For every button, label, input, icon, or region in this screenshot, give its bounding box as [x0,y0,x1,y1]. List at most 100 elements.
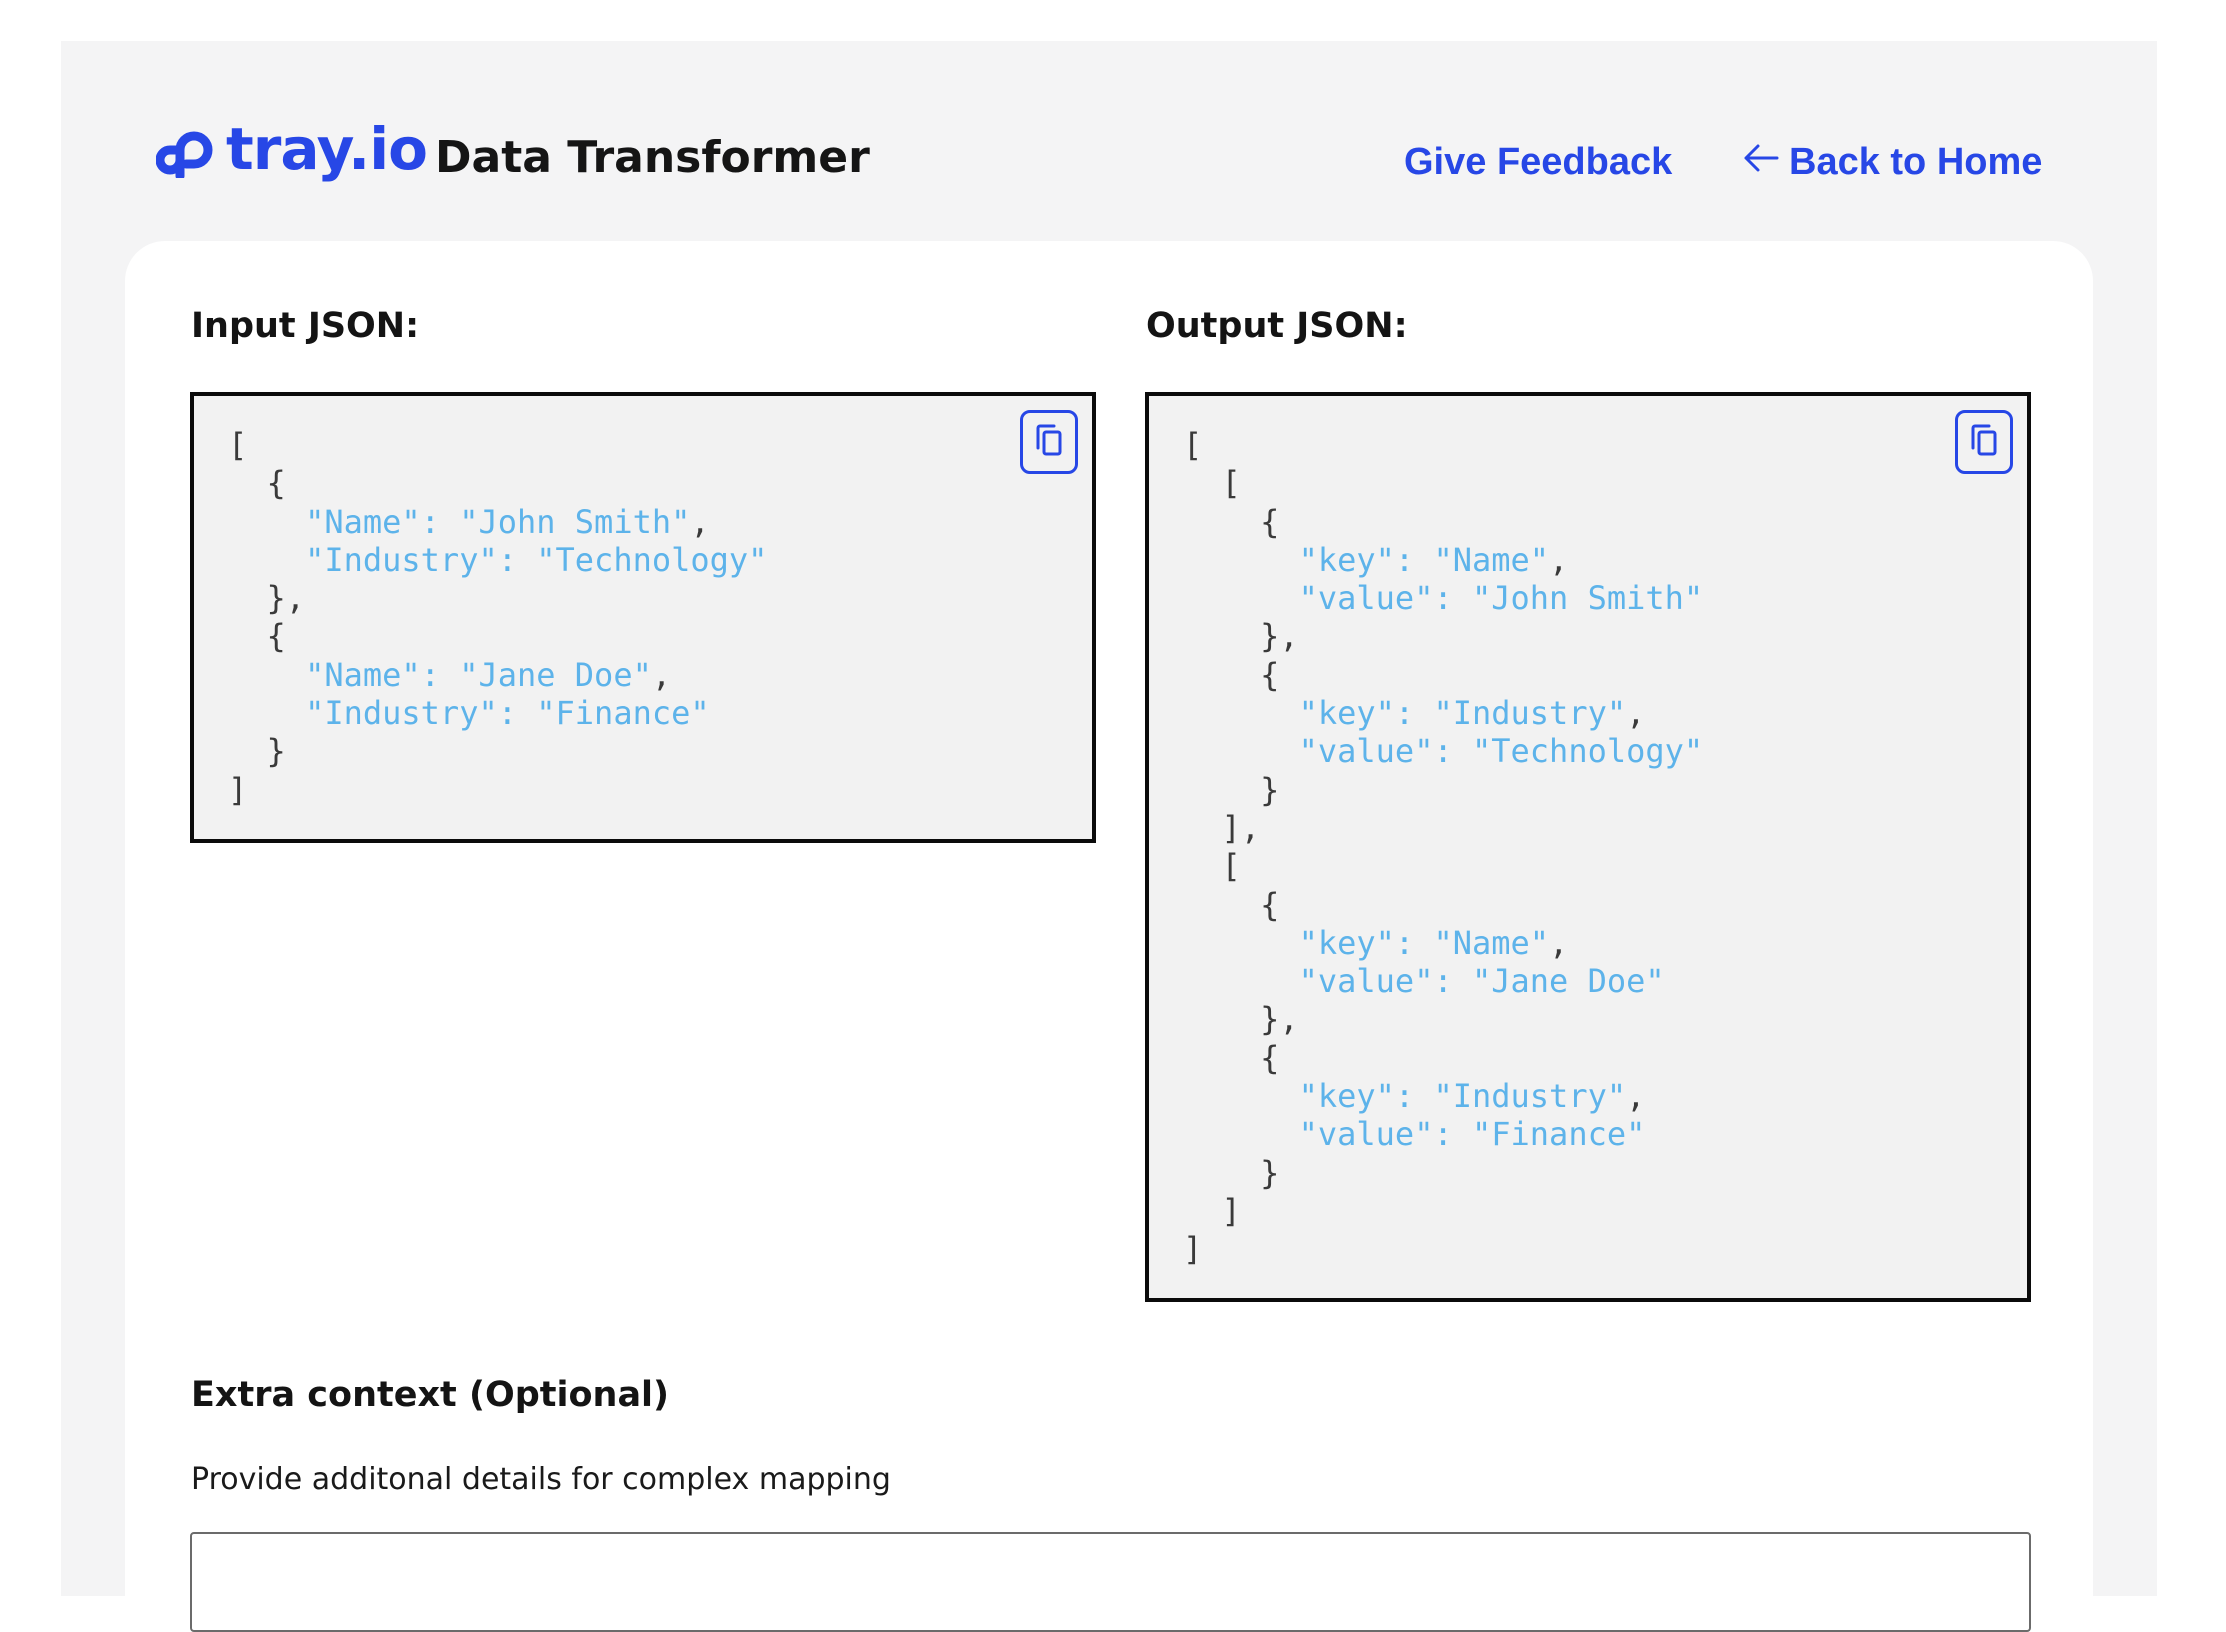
json-string-token: "key": "Name" [1298,540,1550,579]
code-line: ], [1183,808,1261,847]
give-feedback-link[interactable]: Give Feedback [1404,141,1673,183]
back-to-home-link[interactable]: Back to Home [1741,141,2043,184]
code-line: "key": "Industry", [1183,1077,1646,1116]
json-punctuation-token [1183,694,1299,732]
json-punctuation-token: } [228,732,286,771]
json-punctuation-token: , [1549,540,1569,579]
code-line: { [1183,1039,1279,1077]
json-punctuation-token: ] [228,770,248,809]
logo-text: tray.io [226,115,428,183]
json-punctuation-token: ] [1183,1191,1241,1230]
extra-context-input[interactable] [190,1532,2031,1632]
json-punctuation-token: }, [1183,1000,1299,1039]
code-line: } [1183,1154,1279,1192]
json-punctuation-token: { [1183,502,1280,541]
json-string-token: "key": "Name" [1298,923,1550,962]
json-string-token: "Name": "Jane Doe" [305,655,652,694]
json-punctuation-token [1183,732,1299,770]
app-title: Data Transformer [435,132,870,183]
output-json-label: Output JSON: [1146,306,1408,346]
code-line: "key": "Name", [1183,923,1569,962]
json-string-token: "value": "Finance" [1298,1115,1646,1154]
copy-input-button[interactable] [1020,410,1078,474]
extra-context-description: Provide additonal details for complex ma… [191,1462,891,1497]
header: tray.io Data Transformer Give Feedback B… [61,41,2157,241]
code-line: } [228,732,286,770]
input-json-editor[interactable]: [ { "Name": "John Smith", "Industry": "T… [190,392,1096,843]
tray-logo[interactable]: tray.io [156,115,428,183]
code-line: { [1183,656,1279,694]
copy-output-button[interactable] [1955,410,2013,474]
copy-icon [1968,422,2000,463]
json-punctuation-token [228,656,305,694]
input-json-code[interactable]: [ { "Name": "John Smith", "Industry": "T… [228,426,767,809]
json-punctuation-token [1183,924,1299,962]
arrow-left-icon [1741,142,1789,184]
code-line: "Name": "Jane Doe", [228,656,671,694]
json-string-token: "Name": "John Smith" [305,502,691,541]
json-string-token: "value": "Jane Doe" [1298,962,1665,1001]
back-to-home-label: Back to Home [1789,141,2043,183]
json-punctuation-token [1183,579,1299,617]
code-line: "key": "Name", [1183,540,1569,579]
code-line: "value": "Technology" [1183,732,1704,771]
json-punctuation-token [228,503,305,541]
code-line: [ [1183,847,1241,885]
code-line: "Industry": "Technology" [228,541,767,579]
code-line: "value": "Finance" [1183,1115,1646,1154]
code-line: [ [1183,464,1241,502]
code-line: }, [1183,1000,1299,1038]
code-line: } [1183,771,1279,809]
json-punctuation-token: [ [1183,426,1203,464]
code-line: ] [228,771,247,809]
json-punctuation-token: [ [1183,847,1241,886]
json-punctuation-token [1183,541,1299,579]
code-line: [ [228,426,247,464]
code-line: { [1183,886,1279,924]
code-line: ] [1183,1230,1202,1268]
json-punctuation-token: , [690,502,710,541]
code-line: "value": "Jane Doe" [1183,962,1665,1000]
json-punctuation-token: [ [228,426,248,464]
json-string-token: "key": "Industry" [1298,1077,1627,1116]
json-punctuation-token: } [1183,770,1280,809]
json-punctuation-token: { [1183,1038,1280,1077]
code-line: }, [228,579,306,618]
code-line: "Name": "John Smith", [228,503,710,541]
json-punctuation-token: ], [1183,808,1261,847]
code-line: }, [1183,617,1299,655]
json-punctuation-token: { [1183,885,1280,924]
json-punctuation-token [1183,1115,1299,1153]
tray-logo-icon [156,120,214,178]
json-punctuation-token: , [651,655,672,694]
json-punctuation-token: { [228,464,286,503]
json-punctuation-token [1183,1077,1299,1115]
copy-icon [1033,422,1065,463]
json-punctuation-token: }, [1183,617,1299,656]
code-line: "Industry": "Finance" [228,694,710,732]
json-string-token: "key": "Industry" [1298,694,1627,733]
code-line: { [228,464,286,502]
json-punctuation-token: } [1183,1153,1280,1192]
code-line: { [1183,503,1279,541]
json-string-token: "value": "John Smith" [1298,579,1704,618]
json-punctuation-token: , [1626,694,1646,733]
json-string-token: "value": "Technology" [1298,732,1704,771]
output-json-viewer[interactable]: [ [ { "key": "Name", "value": "John Smit… [1145,392,2031,1302]
json-punctuation-token: { [228,617,286,656]
json-punctuation-token: , [1626,1077,1646,1116]
extra-context-title: Extra context (Optional) [191,1375,670,1415]
json-string-token: "Industry": "Finance" [305,694,710,733]
json-punctuation-token: , [1549,923,1569,962]
output-json-code: [ [ { "key": "Name", "value": "John Smit… [1183,426,1703,1269]
json-punctuation-token: }, [228,579,306,618]
json-punctuation-token [228,694,305,732]
json-string-token: "Industry": "Technology" [305,540,768,579]
json-punctuation-token [228,541,305,579]
json-punctuation-token: ] [1183,1230,1203,1269]
input-json-label: Input JSON: [191,306,420,346]
json-punctuation-token: [ [1183,464,1241,503]
code-line: ] [1183,1192,1241,1230]
code-line: [ [1183,426,1202,464]
json-punctuation-token: { [1183,655,1280,694]
